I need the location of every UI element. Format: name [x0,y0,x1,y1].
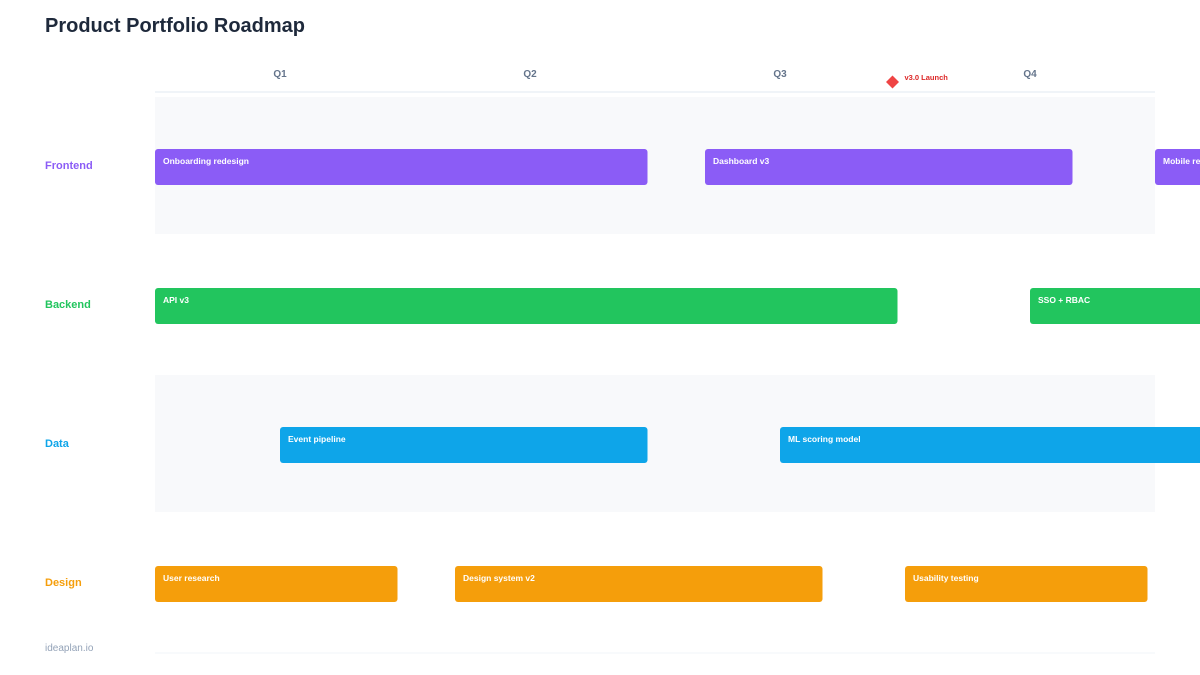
roadmap-bar: Onboarding redesign [155,149,648,185]
milestone-label: v3.0 Launch [905,73,949,82]
bar-rect [455,566,823,602]
roadmap-bar: Event pipeline [280,427,648,463]
bar-rect [780,427,1200,463]
bar-label: Mobile re [1163,156,1200,166]
roadmap-bar: Dashboard v3 [705,149,1073,185]
bar-rect [905,566,1148,602]
bar-label: Dashboard v3 [713,156,769,166]
quarter-label-q3: Q3 [773,69,787,80]
bar-label: User research [163,573,220,583]
quarter-label-q4: Q4 [1023,69,1037,80]
lane-label-backend: Backend [45,299,91,311]
roadmap-bar: ML scoring model [780,427,1200,463]
quarter-label-q2: Q2 [523,69,537,80]
roadmap-bar: Design system v2 [455,566,823,602]
lane-label-frontend: Frontend [45,160,93,172]
bar-label: Event pipeline [288,434,346,444]
footer-brand: ideaplan.io [45,643,94,654]
lane-label-data: Data [45,438,70,450]
roadmap-bar: Mobile re [1155,149,1200,185]
bar-rect [155,566,398,602]
bar-label: SSO + RBAC [1038,295,1090,305]
bar-rect [1155,149,1200,185]
roadmap-bar: User research [155,566,398,602]
lane-label-design: Design [45,577,82,589]
bar-label: ML scoring model [788,434,861,444]
quarter-label-q1: Q1 [273,69,287,80]
roadmap-bar: SSO + RBAC [1030,288,1200,324]
roadmap-bar: Usability testing [905,566,1148,602]
bar-rect [155,149,648,185]
bar-rect [1030,288,1200,324]
milestone-diamond-icon [886,75,899,89]
bar-label: Design system v2 [463,573,535,583]
roadmap-bar: API v3 [155,288,898,324]
bar-rect [280,427,648,463]
bar-rect [705,149,1073,185]
bar-label: Onboarding redesign [163,156,249,166]
bar-label: Usability testing [913,573,979,583]
page-title: Product Portfolio Roadmap [45,15,305,37]
bar-rect [155,288,898,324]
bar-label: API v3 [163,295,189,305]
